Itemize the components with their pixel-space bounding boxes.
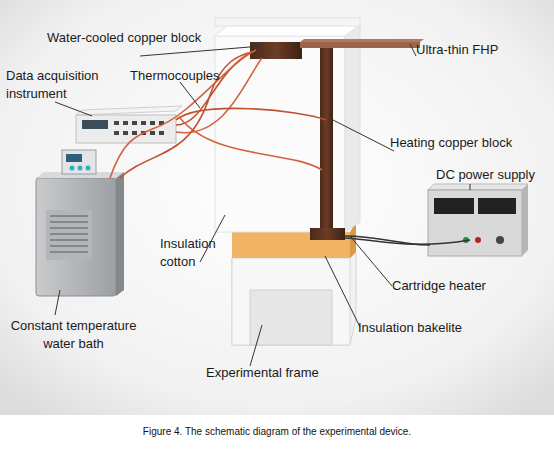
- insulation-cotton: [215, 18, 360, 232]
- part-label: Ultra-thin FHP: [416, 41, 536, 59]
- part-label: Insulation bakelite: [358, 319, 508, 337]
- part-label: Cartridge heater: [392, 277, 532, 295]
- data-acquisition-instrument: [76, 106, 182, 143]
- constant-temperature-water-bath: [36, 150, 124, 296]
- part-label: Water-cooled copper block: [47, 29, 237, 47]
- part-label: Thermocouples: [130, 67, 240, 85]
- heating-copper-block-base: [310, 228, 345, 240]
- heating-copper-block: [320, 48, 333, 230]
- figure-caption: Figure 4. The schematic diagram of the e…: [0, 426, 554, 437]
- background: [0, 0, 554, 415]
- part-label: Heating copper block: [390, 134, 550, 152]
- part-label: Data acquisition instrument: [6, 67, 126, 103]
- ultra-thin-fhp: [300, 39, 424, 42]
- part-label: Constant temperature water bath: [6, 317, 141, 353]
- part-label: DC power supply: [436, 166, 554, 184]
- dc-power-supply: [428, 184, 528, 256]
- water-cooled-copper-block: [250, 42, 302, 59]
- ultra-thin-fhp: [300, 42, 420, 48]
- part-label: Experimental frame: [206, 364, 366, 382]
- leader-lines: [55, 44, 470, 366]
- experimental-frame: [232, 252, 356, 345]
- part-label: Insulation cotton: [160, 235, 232, 271]
